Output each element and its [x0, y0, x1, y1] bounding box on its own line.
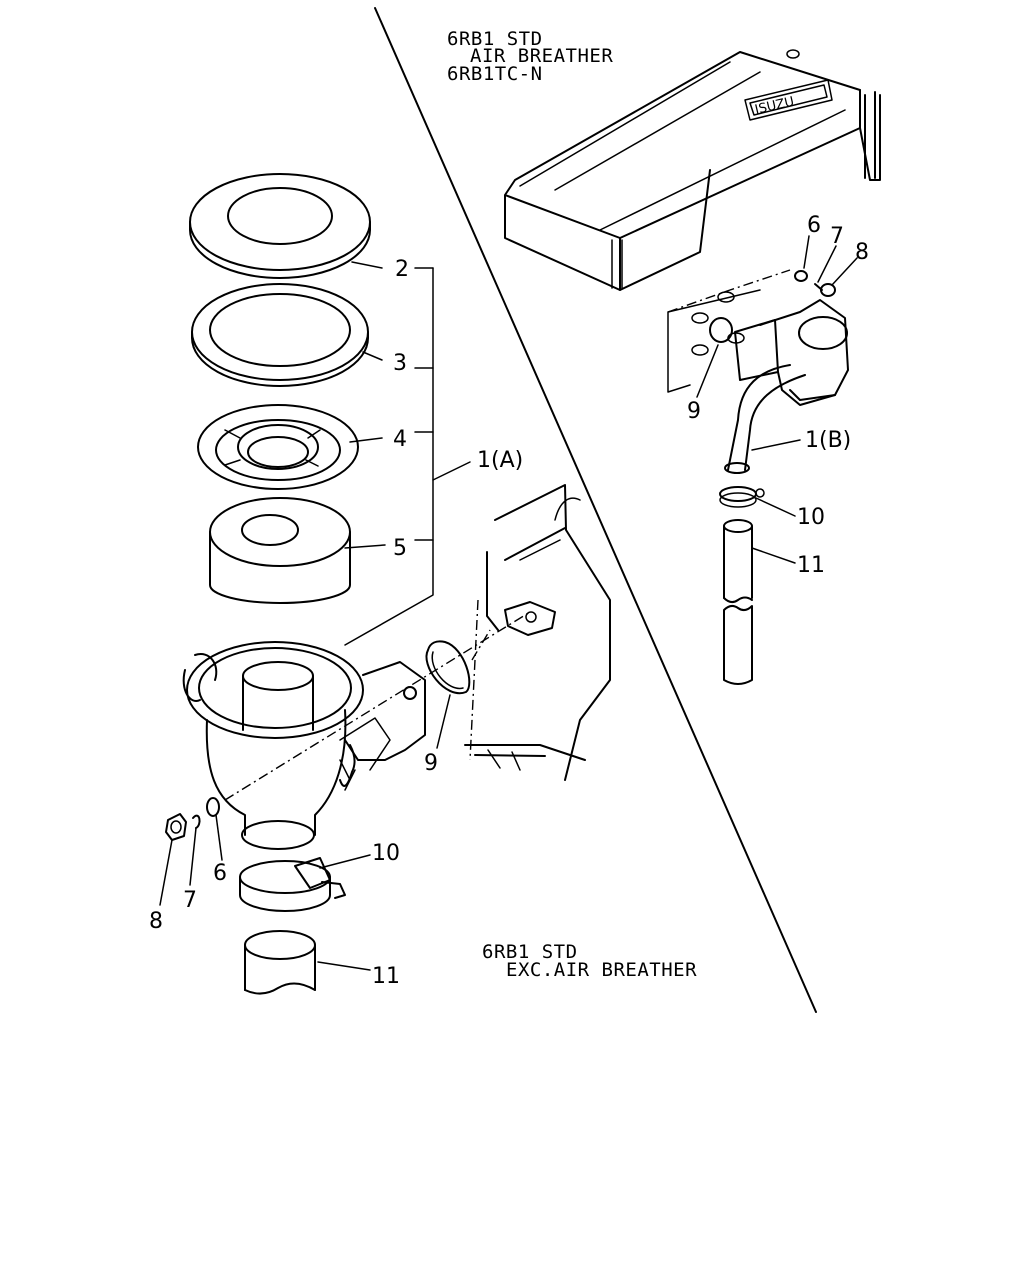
callout-left-2: 2: [395, 257, 409, 282]
callout-left-9: 9: [424, 751, 438, 776]
top-caption-line3: 6RB1TC-N: [447, 63, 543, 85]
callout-right-1b: 1(B): [805, 428, 851, 453]
callout-left-5: 5: [393, 536, 407, 561]
callout-left-8: 8: [149, 909, 163, 934]
callout-left-1a: 1(A): [477, 448, 523, 473]
breather-pipe-b: [667, 269, 849, 685]
callout-right-11: 11: [797, 553, 825, 578]
top-caption-line1: 6RB1 STD: [447, 28, 543, 50]
part-10-clamp-left: [239, 857, 346, 912]
right-leaders: [696, 235, 858, 564]
callout-left-6: 6: [213, 861, 227, 886]
part-1a-body: [182, 641, 426, 850]
callout-right-7: 7: [830, 224, 844, 249]
engine-block-left: [464, 484, 611, 781]
washers-left: [165, 797, 220, 841]
part-11-hose-left: [244, 930, 316, 995]
callout-left-3: 3: [393, 351, 407, 376]
callout-left-7: 7: [183, 888, 197, 913]
left-leaders: [159, 261, 471, 971]
isuzu-logo: ISUZU: [744, 79, 833, 121]
callout-right-9: 9: [687, 399, 701, 424]
part-2-cover: [189, 173, 371, 279]
part-9-oring-left: [425, 640, 471, 695]
callout-right-10: 10: [797, 505, 825, 530]
callout-right-6: 6: [807, 213, 821, 238]
centerline-left-b: [469, 599, 491, 761]
top-caption-line2: AIR BREATHER: [470, 45, 613, 67]
divider-line: [374, 7, 817, 1013]
callout-left-10: 10: [372, 841, 400, 866]
bottom-caption-line1: 6RB1 STD: [482, 941, 578, 963]
part-4-plate: [197, 404, 359, 490]
part-5-element: [209, 497, 351, 604]
rocker-cover-drawing: ISUZU: [504, 49, 881, 291]
callout-left-11: 11: [372, 964, 400, 989]
callout-left-4: 4: [393, 427, 407, 452]
part-3-gasket: [191, 283, 369, 387]
bottom-caption-line2: EXC.AIR BREATHER: [506, 959, 697, 981]
callout-right-8: 8: [855, 240, 869, 265]
